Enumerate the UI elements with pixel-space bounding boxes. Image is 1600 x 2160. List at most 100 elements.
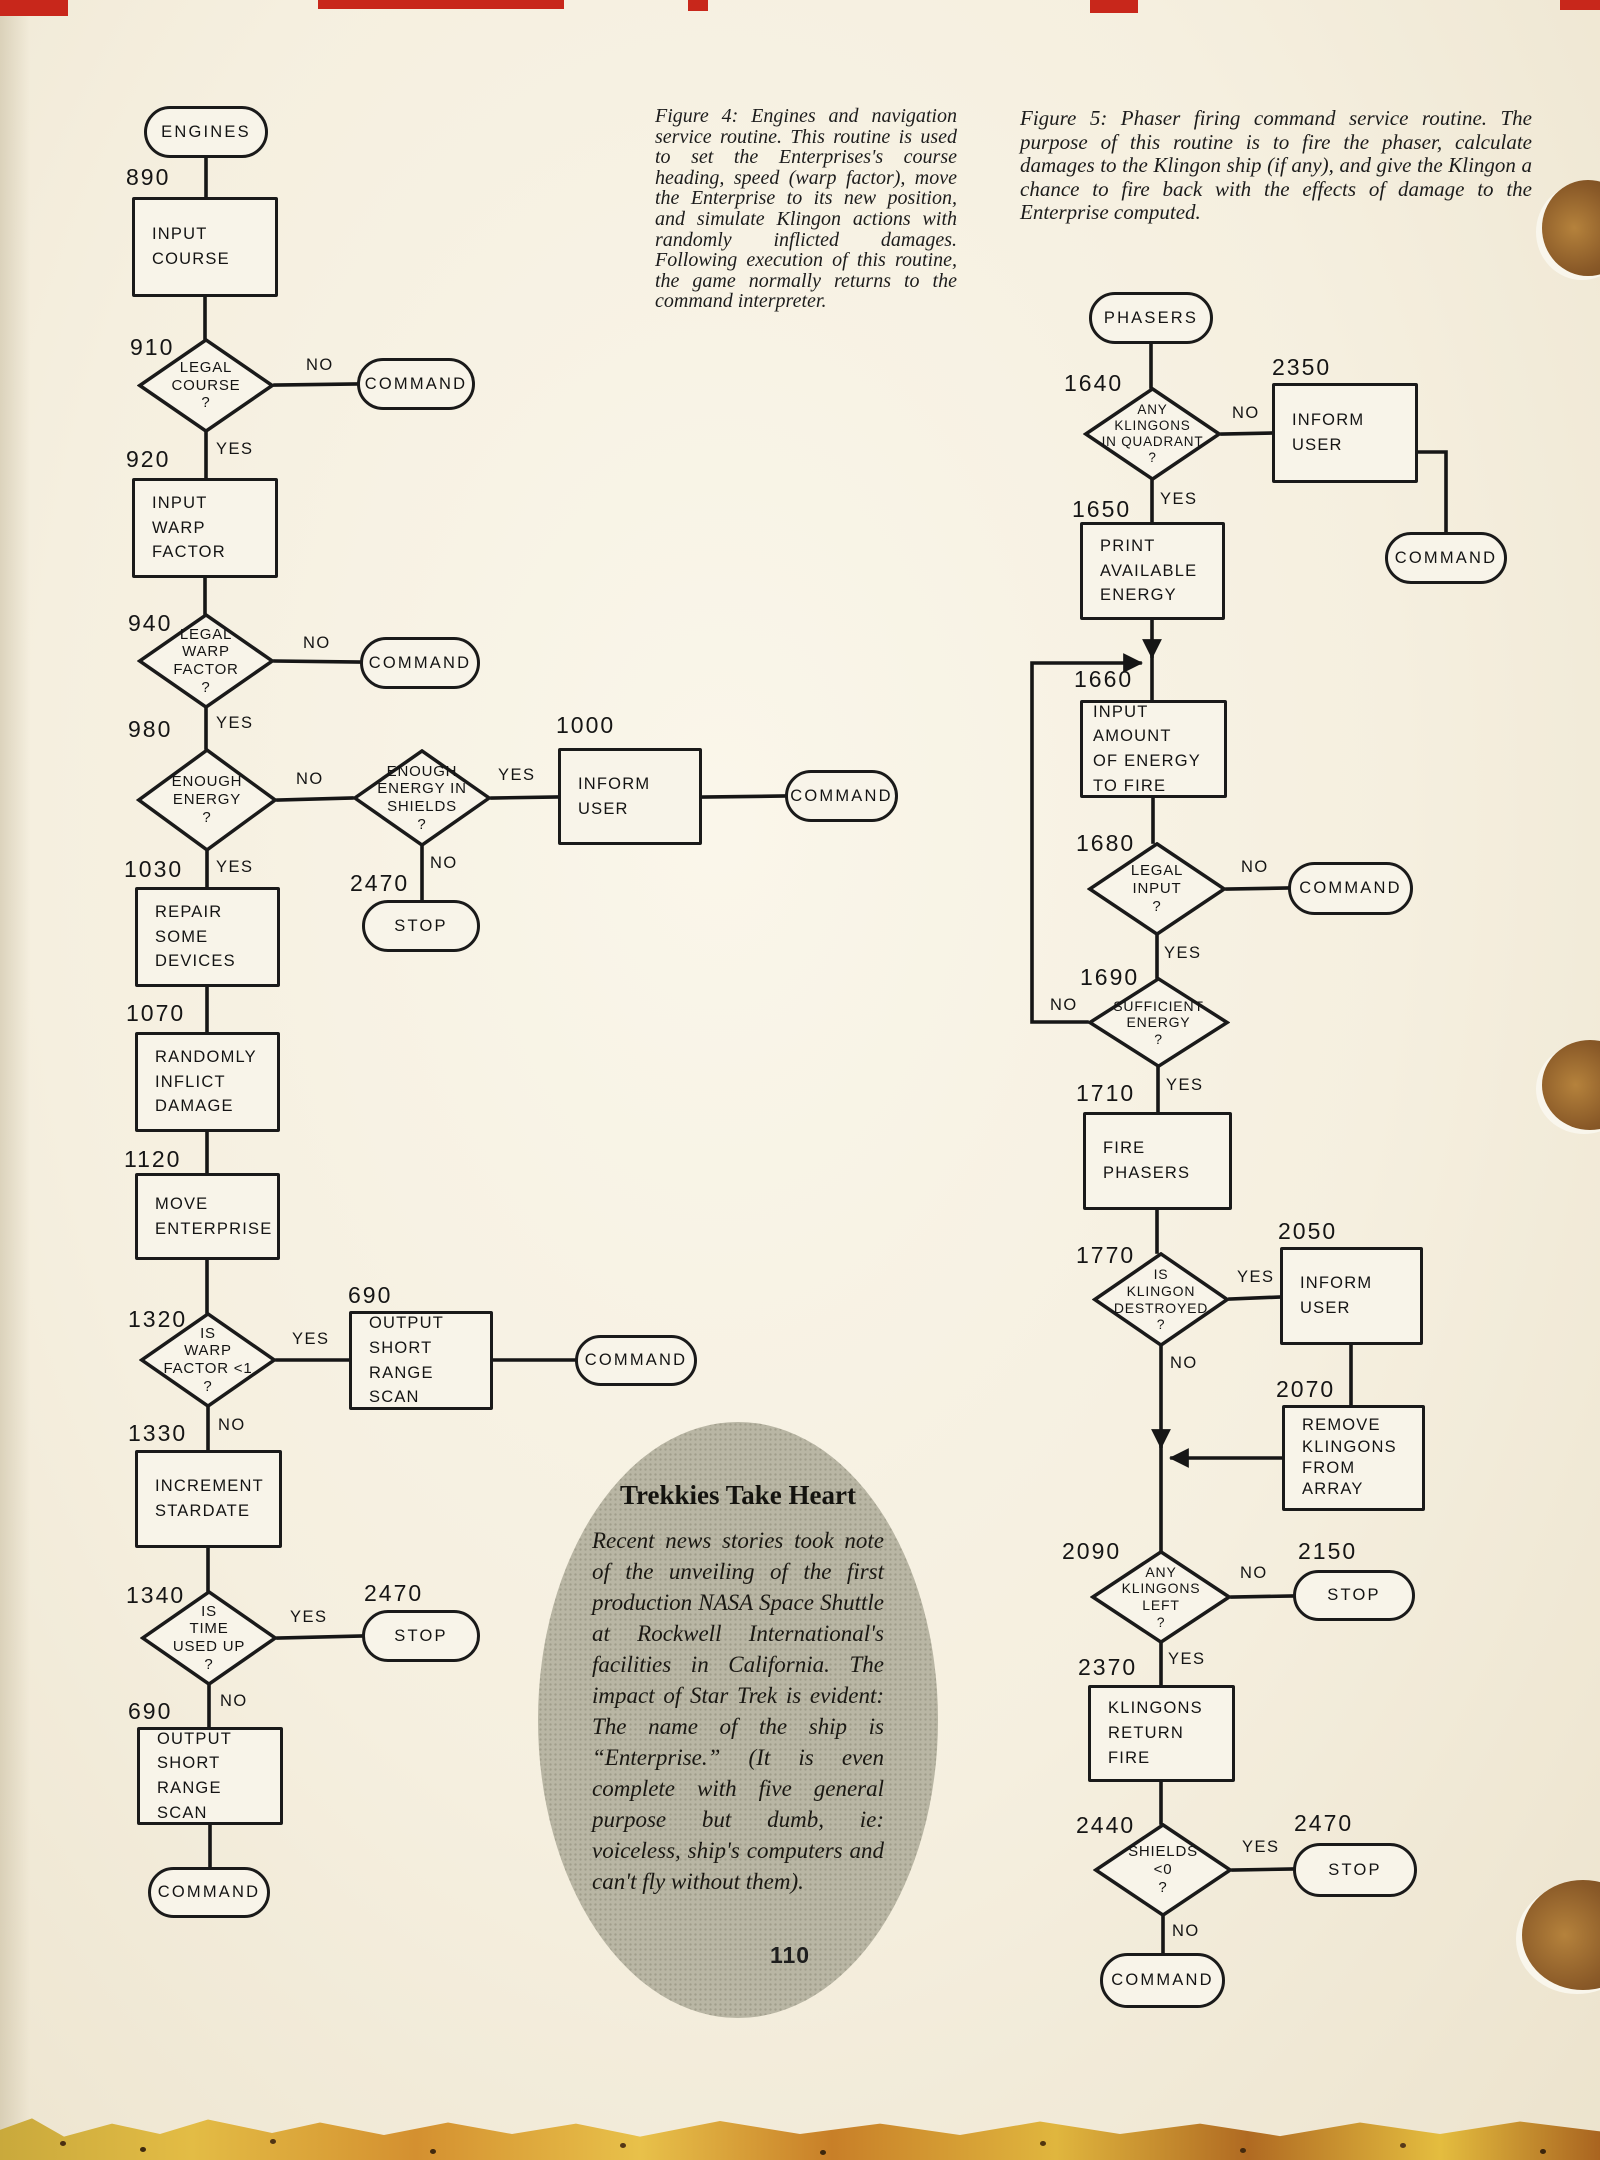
node-number-1640: 1640 [1064, 370, 1124, 396]
node-text: COMMAND [368, 653, 472, 672]
node-number-690: 690 [348, 1282, 393, 1308]
flow4-process-1030: REPAIR SOME DEVICES [135, 887, 280, 987]
flow5-decision-2090: ANY KLINGONS LEFT ? [1090, 1550, 1232, 1644]
diamond-shape-icon [1083, 387, 1222, 481]
node-number-2150: 2150 [1298, 1538, 1358, 1564]
node-text: INPUT COURSE [152, 225, 230, 268]
trekkies-sidebar: Trekkies Take Heart Recent news stories … [538, 1422, 938, 2018]
branch-label-yes: YES [1242, 1838, 1280, 1856]
flow4-decision-980: ENOUGH ENERGY ? [136, 748, 278, 852]
node-text: LEGAL COURSE ? [171, 358, 241, 412]
node-text: COMMAND [1299, 879, 1402, 898]
node-text: KLINGONS RETURN FIRE [1108, 1699, 1203, 1767]
node-number-1680: 1680 [1076, 830, 1136, 856]
branch-label-yes: YES [1237, 1268, 1275, 1286]
flow4-decision-1320: IS WARP FACTOR <1 ? [139, 1312, 277, 1408]
node-text: STOP [1327, 1586, 1381, 1605]
branch-label-no: NO [1240, 1564, 1268, 1582]
sidebar-body: Recent news stories took note of the unv… [592, 1528, 884, 1894]
node-text: COMMAND [584, 1351, 688, 1370]
flow5-decision-1690: SUFFICIENT ENERGY ? [1087, 977, 1230, 1068]
torn-edge-red-fragment [688, 0, 708, 11]
diamond-shape-icon [140, 1590, 278, 1686]
diamond-shape-icon [1090, 1550, 1232, 1644]
flow4-decision-shields: ENOUGH ENERGY IN SHIELDS ? [352, 749, 492, 847]
node-number-2050: 2050 [1278, 1218, 1338, 1244]
diamond-shape-icon [1087, 977, 1230, 1068]
branch-label-yes: YES [290, 1608, 328, 1626]
flow5-terminal-stop-2: STOP [1293, 1843, 1417, 1897]
node-number-690: 690 [128, 1698, 173, 1724]
diamond-shape-icon [1087, 842, 1227, 936]
node-text: FIRE PHASERS [1103, 1139, 1191, 1182]
node-number-1120: 1120 [124, 1146, 182, 1172]
node-text: INPUT WARP FACTOR [152, 493, 226, 562]
flow5-decision-1770: IS KLINGON DESTROYED ? [1092, 1252, 1230, 1347]
page-curl-mark [1542, 1040, 1600, 1130]
node-text: SHIELDS <0 ? [1128, 1843, 1198, 1896]
node-number-1710: 1710 [1076, 1080, 1136, 1106]
node-number-2370: 2370 [1078, 1654, 1138, 1680]
page-gutter-shadow [0, 0, 30, 2160]
flow4-terminal-command-5: COMMAND [148, 1867, 270, 1918]
branch-label-yes: YES [1166, 1076, 1204, 1094]
node-text: REMOVE KLINGONS FROM ARRAY [1302, 1416, 1397, 1499]
torn-edge-red-fragment [1090, 0, 1138, 13]
node-text: SUFFICIENT ENERGY ? [1113, 997, 1204, 1047]
flow4-process-890: INPUT COURSE [132, 197, 278, 297]
flow4-process-690-bottom: OUTPUT SHORT RANGE SCAN [137, 1727, 283, 1825]
branch-label-no: NO [1050, 996, 1078, 1014]
node-text: REPAIR SOME DEVICES [155, 902, 236, 971]
node-number-910: 910 [130, 334, 175, 360]
branch-label-yes: YES [498, 766, 536, 784]
node-text: COMMAND [790, 786, 893, 805]
flow5-process-2050: INFORM USER [1280, 1247, 1423, 1345]
flow5-process-2370: KLINGONS RETURN FIRE [1088, 1685, 1235, 1782]
branch-label-no: NO [1232, 404, 1260, 422]
node-text: STOP [1328, 1860, 1382, 1879]
branch-label-no: NO [218, 1416, 246, 1434]
flow5-process-2350: INFORM USER [1272, 383, 1418, 483]
sidebar-title: Trekkies Take Heart [619, 1480, 856, 1510]
torn-edge-red-fragment [1560, 0, 1600, 10]
flow5-terminal-command-2: COMMAND [1288, 862, 1413, 915]
diamond-shape-icon [137, 338, 275, 433]
branch-label-no: NO [220, 1692, 248, 1710]
node-text: PHASERS [1103, 308, 1199, 327]
diamond-shape-icon [139, 1312, 277, 1408]
branch-label-no: NO [1241, 858, 1269, 876]
page-number: 110 [769, 1942, 811, 1968]
branch-label-no: NO [1172, 1922, 1200, 1940]
flow5-process-1660: INPUT AMOUNT OF ENERGY TO FIRE [1080, 700, 1227, 798]
node-number-2470: 2470 [364, 1580, 424, 1606]
node-number-2470: 2470 [1294, 1810, 1354, 1836]
flow5-process-2070: REMOVE KLINGONS FROM ARRAY [1282, 1405, 1425, 1511]
node-number-890: 890 [126, 164, 171, 190]
node-number-2470: 2470 [350, 870, 410, 896]
node-number-1000: 1000 [556, 712, 616, 738]
torn-edge-red-fragment [318, 0, 564, 9]
flow4-terminal-engines: ENGINES [144, 106, 268, 158]
node-number-1650: 1650 [1072, 496, 1132, 522]
node-text: PRINT AVAILABLE ENERGY [1100, 536, 1198, 605]
node-text: STOP [394, 916, 448, 935]
flow4-decision-1340: IS TIME USED UP ? [140, 1590, 278, 1686]
node-text: IS WARP FACTOR <1 ? [163, 1324, 253, 1395]
diamond-shape-icon [1092, 1252, 1230, 1347]
node-number-1770: 1770 [1076, 1242, 1136, 1268]
branch-label-no: NO [296, 770, 324, 788]
node-number-1030: 1030 [124, 856, 184, 882]
node-text: IS KLINGON DESTROYED ? [1113, 1266, 1209, 1333]
flow5-decision-1640: ANY KLINGONS IN QUADRANT ? [1083, 387, 1222, 481]
node-text: RANDOMLY INFLICT DAMAGE [155, 1047, 257, 1116]
node-number-1660: 1660 [1074, 666, 1134, 692]
flow4-process-920: INPUT WARP FACTOR [132, 478, 278, 578]
node-text: INPUT AMOUNT OF ENERGY TO FIRE [1093, 702, 1201, 795]
branch-label-yes: YES [1164, 944, 1202, 962]
figure4-caption: Figure 4: Engines and navigation service… [655, 105, 957, 313]
node-number-2350: 2350 [1272, 354, 1332, 380]
node-number-1330: 1330 [128, 1420, 188, 1446]
page-curl-mark [1542, 180, 1600, 276]
node-number-980: 980 [128, 716, 173, 742]
